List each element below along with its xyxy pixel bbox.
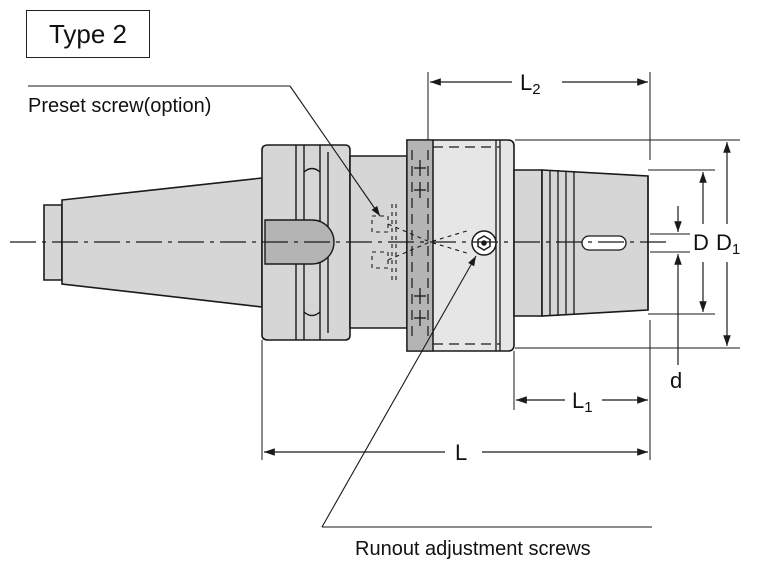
dim-L2: L2 bbox=[520, 70, 541, 98]
dimension-lines bbox=[264, 78, 731, 456]
dim-D: D bbox=[693, 230, 709, 255]
head-step bbox=[513, 169, 543, 317]
extension-lines bbox=[261, 72, 740, 460]
type-label: Type 2 bbox=[26, 10, 150, 58]
leader-lines bbox=[28, 85, 652, 528]
runout-screw-icon bbox=[471, 230, 497, 256]
dim-L1: L1 bbox=[572, 388, 593, 416]
collet-slot bbox=[581, 235, 627, 251]
preset-screw-leader bbox=[289, 85, 381, 217]
dim-d: d bbox=[670, 368, 682, 393]
head-hidden-lines bbox=[411, 146, 500, 345]
band-screw-marks bbox=[414, 160, 426, 326]
collet-details bbox=[549, 170, 649, 316]
preset-screw-label: Preset screw(option) bbox=[28, 95, 211, 117]
runout-screw-leader bbox=[321, 255, 477, 528]
runout-screws-label: Runout adjustment screws bbox=[355, 538, 591, 560]
dim-D1: D1 bbox=[716, 230, 740, 258]
dim-L: L bbox=[455, 440, 467, 465]
keyway-slot bbox=[264, 219, 335, 265]
head bbox=[406, 139, 515, 352]
preset-screw-hidden bbox=[371, 204, 471, 280]
